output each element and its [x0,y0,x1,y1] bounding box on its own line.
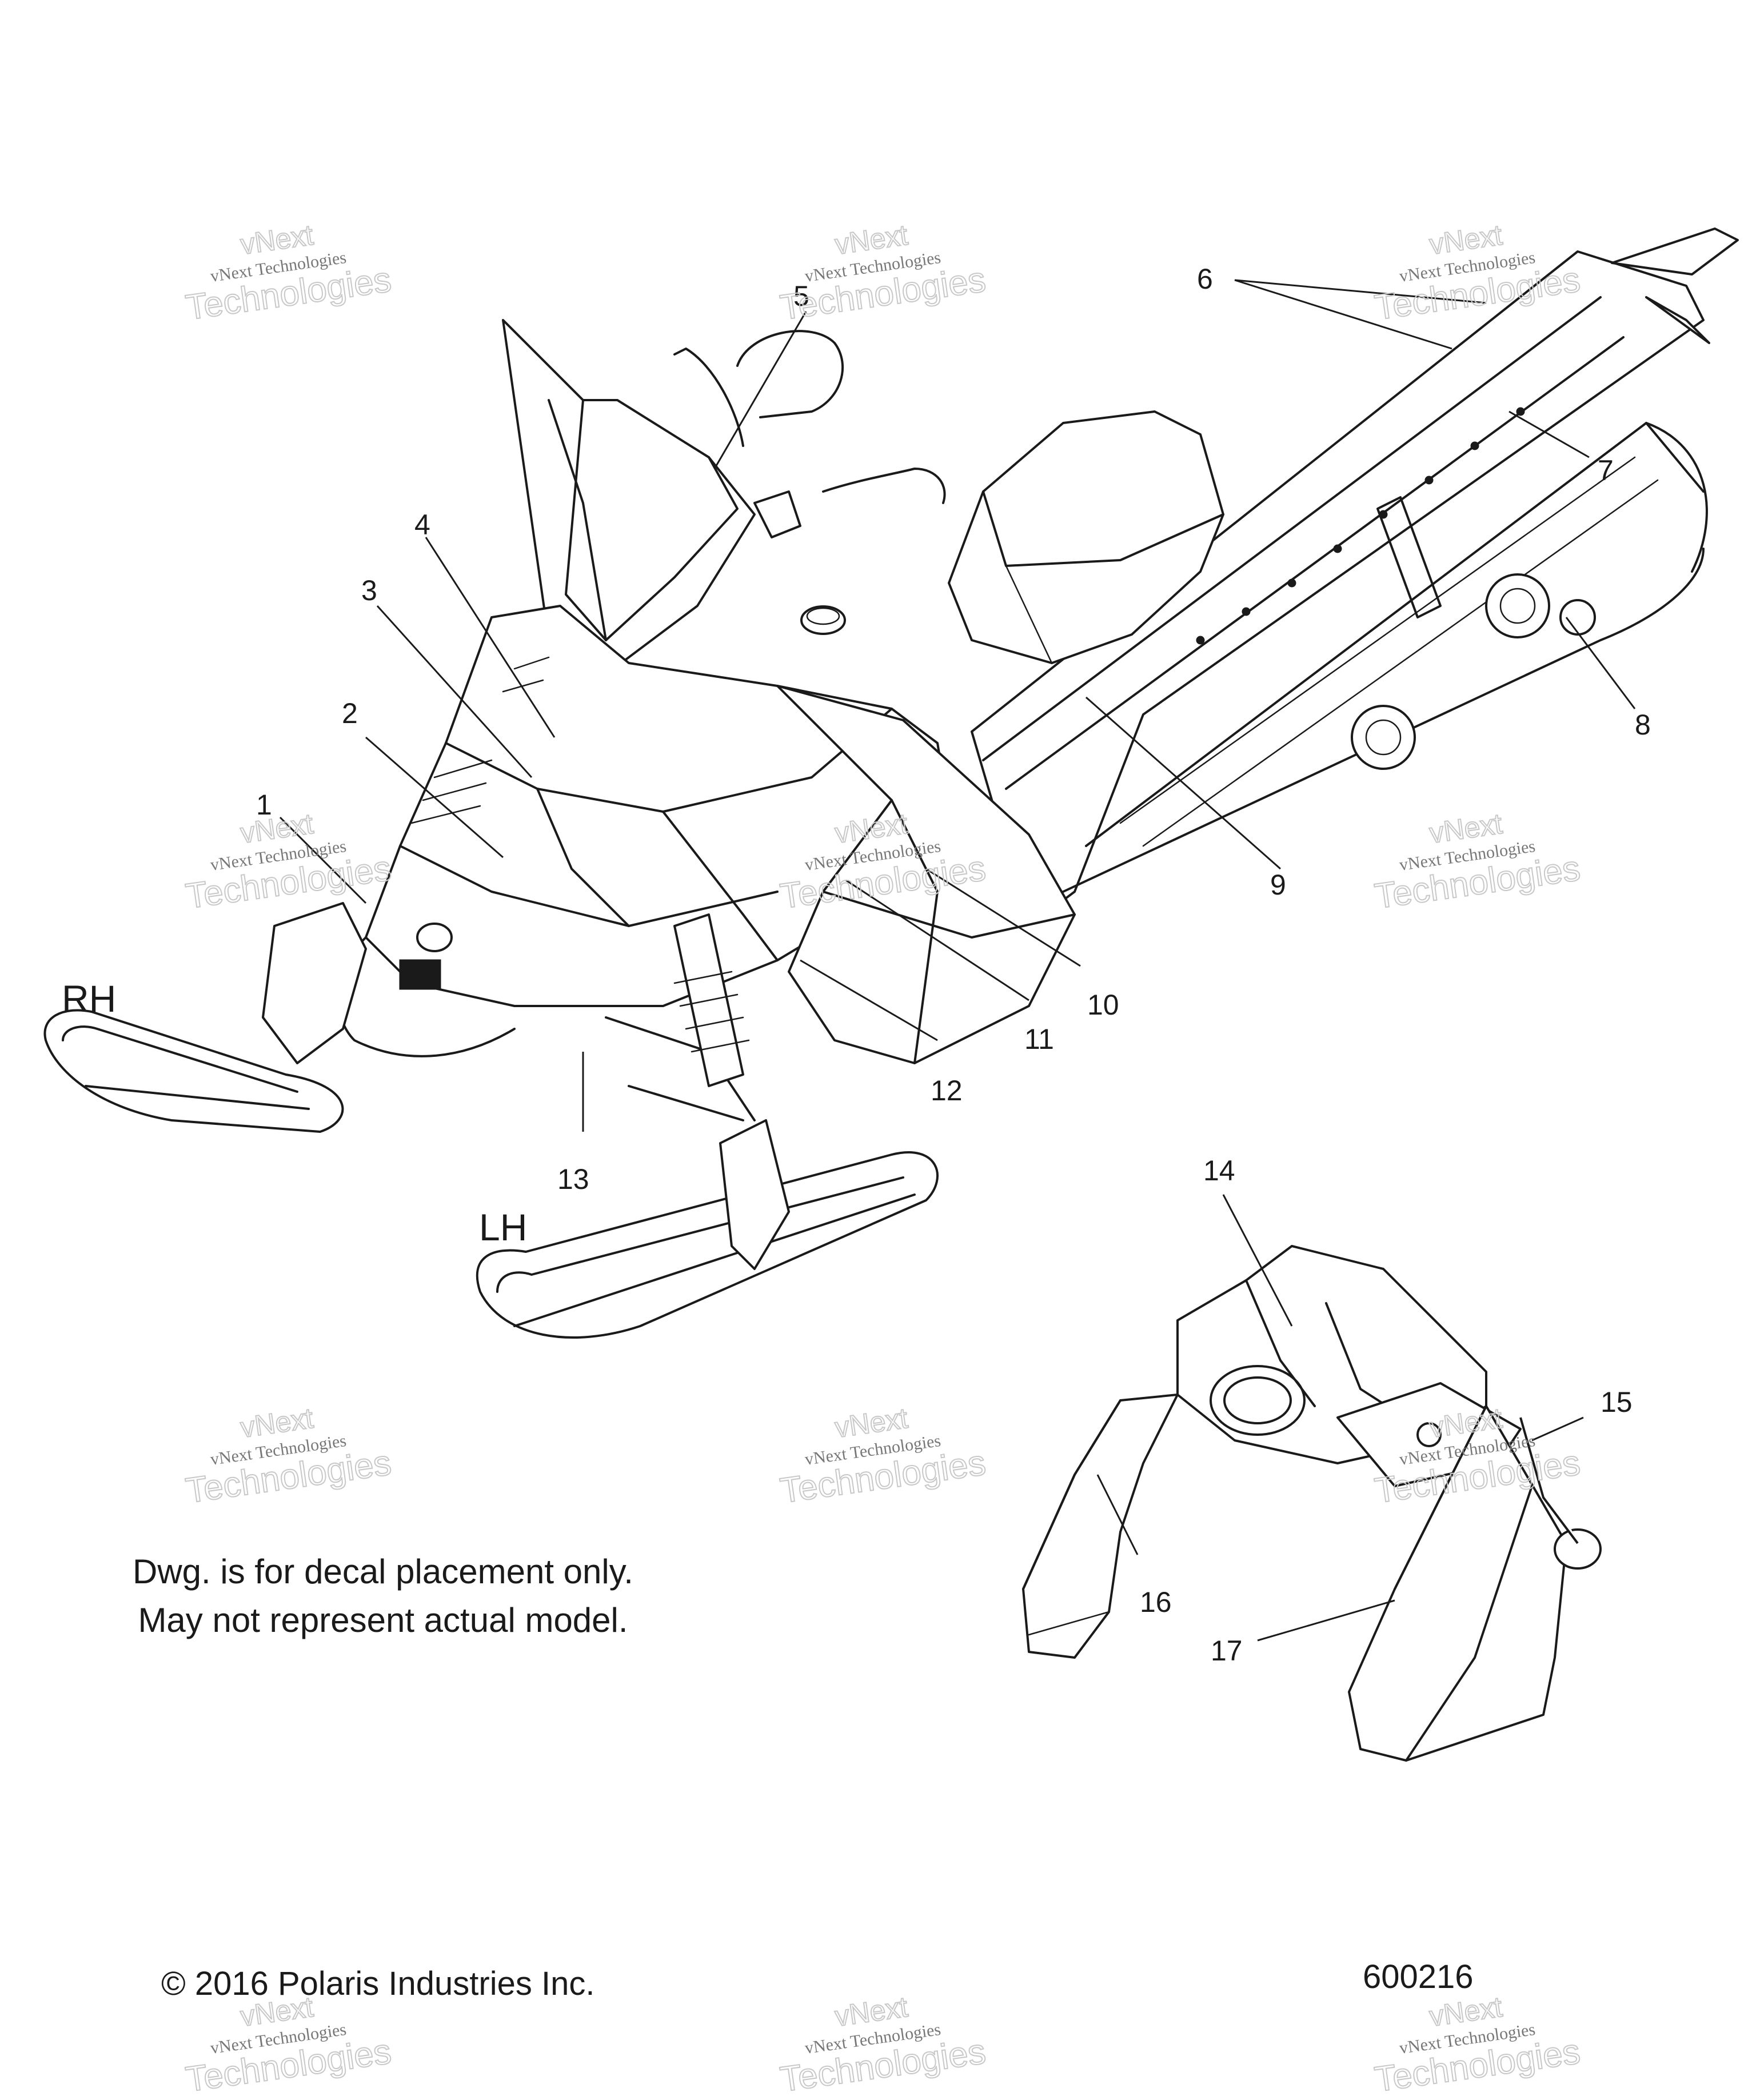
callout-12: 12 [931,1075,963,1107]
callout-13: 13 [557,1163,589,1195]
watermark: vNext vNext Technologies Technologies [777,218,989,329]
callout-17: 17 [1211,1635,1243,1667]
right-ski [43,902,367,1133]
watermark: vNext vNext Technologies Technologies [183,218,394,329]
callout-5: 5 [793,280,809,312]
tunnel-holes [1196,407,1525,645]
watermark: vNext vNext Technologies Technologies [1372,1990,1583,2100]
watermark: vNext vNext Technologies Technologies [183,1402,394,1512]
lh-label: LH [479,1206,527,1248]
callout-10: 10 [1087,989,1119,1021]
note-line-1: Dwg. is for decal placement only. [133,1552,633,1591]
rh-label: RH [62,977,116,1020]
callout-14: 14 [1203,1155,1235,1187]
watermark: vNext vNext Technologies Technologies [1372,807,1583,917]
watermark: vNext vNext Technologies Technologies [777,1990,989,2100]
watermark: vNext vNext Technologies Technologies [777,1402,989,1512]
callout-numbers: 1 2 3 4 5 6 7 8 9 10 11 12 13 14 15 16 1… [256,263,1651,1667]
drawing-number: 600216 [1363,1958,1474,1995]
hood-and-side-panels [365,605,1076,1064]
callout-2: 2 [342,697,358,729]
leader-lines [279,279,1636,1642]
tunnel-and-track [971,227,1739,927]
callout-16: 16 [1140,1586,1172,1618]
callout-15: 15 [1601,1386,1633,1418]
callout-8: 8 [1635,709,1651,741]
callout-6: 6 [1197,263,1213,295]
callout-7: 7 [1598,454,1614,486]
callout-11: 11 [1024,1023,1054,1055]
gas-cap [800,605,846,635]
note-line-2: May not represent actual model. [138,1601,628,1639]
snowmobile-illustration [43,227,1739,1339]
side-panel-assembly [1022,1245,1602,1762]
callout-1: 1 [256,789,272,821]
windshield [502,319,756,676]
callout-9: 9 [1270,869,1286,901]
callout-4: 4 [414,509,430,541]
idler-wheels [1351,573,1596,770]
handlebar [673,330,946,538]
left-ski [476,913,939,1339]
seat [948,410,1224,664]
callout-3: 3 [361,574,377,606]
copyright-text: © 2016 Polaris Industries Inc. [161,1965,594,2002]
